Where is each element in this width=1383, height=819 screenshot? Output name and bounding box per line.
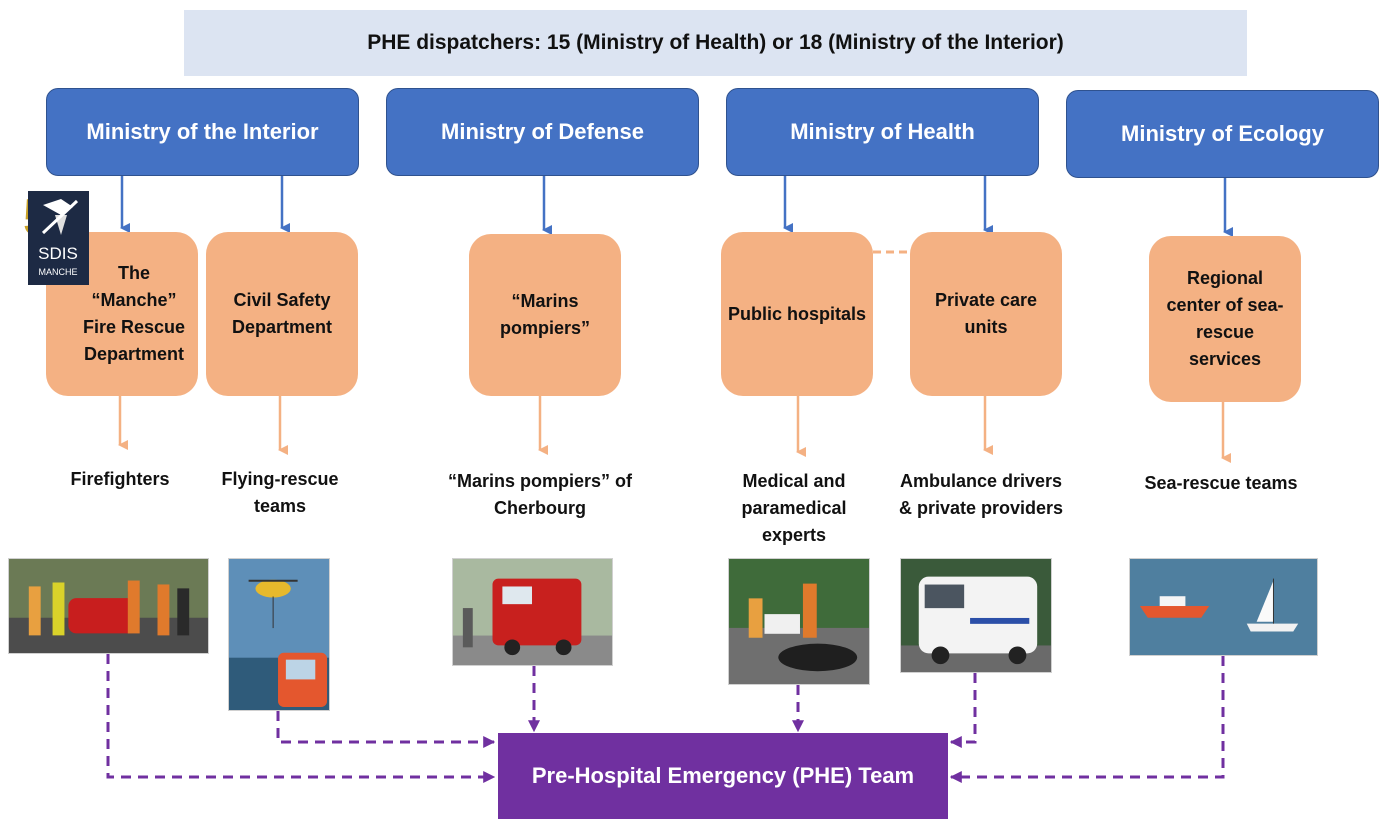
ministry-label: Ministry of the Interior	[86, 119, 319, 144]
team-ambulance-drivers: Ambulance drivers & private providers	[896, 468, 1066, 522]
photo-sea-rescue	[1129, 558, 1318, 656]
team-label: Firefighters	[70, 469, 170, 489]
ministry-interior: Ministry of the Interior	[46, 88, 359, 176]
team-label: Flying-rescue teams	[221, 469, 339, 516]
dispatchers-banner: PHE dispatchers: 15 (Ministry of Health)…	[184, 10, 1247, 76]
photo-flying-rescue	[228, 558, 330, 711]
ministry-label: Ministry of Ecology	[1121, 121, 1324, 146]
org-label: “Marins pompiers”	[499, 291, 591, 338]
org-private-care: Private care units	[910, 232, 1062, 396]
team-label: Medical and paramedical experts	[741, 471, 847, 545]
org-civil-safety: Civil Safety Department	[206, 232, 358, 396]
logo-subtext: MANCHE	[38, 267, 77, 277]
team-medical-experts: Medical and paramedical experts	[726, 468, 862, 549]
ministry-health: Ministry of Health	[726, 88, 1039, 176]
photo-firefighters	[8, 558, 209, 654]
team-sea-rescue: Sea-rescue teams	[1130, 470, 1312, 497]
photo-ambulance	[900, 558, 1052, 673]
sdis-logo: 50 SDIS MANCHE	[21, 185, 93, 287]
ministry-label: Ministry of Defense	[441, 119, 644, 144]
team-flying-rescue: Flying-rescue teams	[212, 466, 348, 520]
org-label: Regional center of sea-rescue services	[1166, 268, 1284, 369]
org-to-team-arrows	[118, 396, 1231, 463]
photo-marins-pompiers	[452, 558, 613, 666]
ministry-defense: Ministry of Defense	[386, 88, 699, 176]
ministry-to-org-arrows	[120, 176, 1233, 237]
org-label: The “Manche” Fire Rescue Department	[82, 263, 186, 364]
org-marins-pompiers: “Marins pompiers”	[469, 234, 621, 396]
phe-team-label: Pre-Hospital Emergency (PHE) Team	[531, 763, 915, 788]
team-marins-cherbourg: “Marins pompiers” of Cherbourg	[440, 468, 640, 522]
team-label: Sea-rescue teams	[1144, 473, 1298, 493]
org-label: Public hospitals	[727, 303, 867, 324]
team-label: Ambulance drivers & private providers	[898, 471, 1064, 518]
dispatchers-title: PHE dispatchers: 15 (Ministry of Health)…	[367, 31, 1064, 54]
ministry-ecology: Ministry of Ecology	[1066, 90, 1379, 178]
ministry-label: Ministry of Health	[790, 119, 975, 144]
phe-team-box: Pre-Hospital Emergency (PHE) Team	[498, 733, 948, 819]
org-label: Private care units	[934, 290, 1038, 337]
org-label: Civil Safety Department	[231, 290, 333, 337]
team-firefighters: Firefighters	[40, 466, 200, 493]
team-label: “Marins pompiers” of Cherbourg	[447, 471, 633, 518]
org-public-hospitals: Public hospitals	[721, 232, 873, 396]
org-sea-rescue-center: Regional center of sea-rescue services	[1149, 236, 1301, 402]
photo-medical-experts	[728, 558, 870, 685]
sdis-logo-icon: 50 SDIS MANCHE	[23, 189, 89, 285]
logo-text: SDIS	[38, 244, 78, 263]
